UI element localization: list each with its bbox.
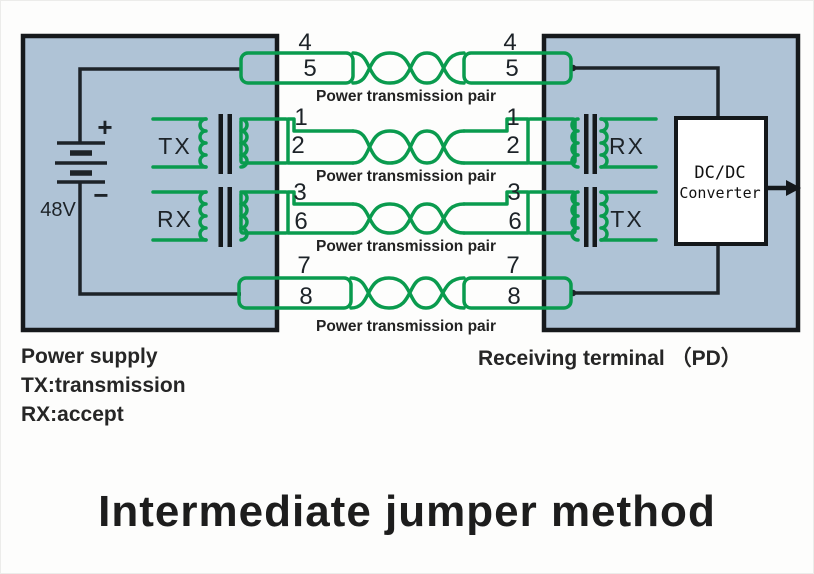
- legend-tx-meaning: TX:transmission: [21, 374, 186, 397]
- pd-rx-label: RX: [609, 133, 645, 159]
- battery-wires: [78, 67, 241, 296]
- pin-6-right: 6: [508, 208, 521, 235]
- dcdc-label-line2: Converter: [679, 184, 760, 202]
- pse-tx-transformer: [151, 117, 249, 169]
- pin-1-right: 1: [506, 104, 519, 131]
- pin-4-right: 4: [503, 29, 516, 56]
- receiving-terminal-caption: Receiving terminal （PD）: [478, 347, 742, 370]
- battery-minus-sign: −: [93, 180, 108, 210]
- pin-7-left: 7: [297, 252, 310, 279]
- pair-label-36: Power transmission pair: [316, 238, 496, 255]
- pse-rx-label: RX: [157, 206, 193, 232]
- connector-36-left: [239, 190, 290, 235]
- connector-36-right: [526, 190, 577, 235]
- green-wiring: [151, 51, 658, 310]
- pin-5-right: 5: [505, 55, 518, 82]
- pse-tx-label: TX: [158, 133, 191, 159]
- pair-label-78: Power transmission pair: [316, 318, 496, 335]
- pd-tx-label: TX: [610, 206, 643, 232]
- pin-3-left: 3: [293, 179, 306, 206]
- pin-2-left: 2: [291, 132, 304, 159]
- pin-3-right: 3: [507, 179, 520, 206]
- pin-labels-left: 4 5 1 2 3 6 7 8: [291, 29, 316, 310]
- battery-voltage-label: 48V: [40, 199, 76, 221]
- pair-label-45: Power transmission pair: [316, 88, 496, 105]
- pin-8-right: 8: [507, 283, 520, 310]
- legend-rx-meaning: RX:accept: [21, 403, 124, 426]
- dcdc-converter-box: [674, 116, 768, 246]
- pin-labels-right: 4 5 1 2 3 6 7 8: [503, 29, 521, 310]
- pse-rx-transformer: [151, 190, 249, 242]
- pin-2-right: 2: [506, 132, 519, 159]
- legend-block: Power supply TX:transmission RX:accept: [21, 342, 186, 429]
- connector-12-left: [239, 117, 290, 165]
- pair-label-12: Power transmission pair: [316, 168, 496, 185]
- legend-power-supply: Power supply: [21, 345, 158, 368]
- diagram-title: Intermediate jumper method: [98, 487, 716, 536]
- pd-tx-transformer: [570, 190, 658, 242]
- pin-8-left: 8: [299, 283, 312, 310]
- pin-4-left: 4: [298, 29, 311, 56]
- connector-45-right: [462, 51, 573, 85]
- connector-78-left: [237, 276, 353, 310]
- connector-45-left: [239, 51, 355, 85]
- pin-5-left: 5: [303, 55, 316, 82]
- dcdc-label-line1: DC/DC: [694, 163, 745, 183]
- pin-6-left: 6: [294, 208, 307, 235]
- transformer-cores: [218, 114, 597, 247]
- dc-output-arrow-icon: [766, 180, 801, 196]
- pin-7-right: 7: [506, 252, 519, 279]
- battery-symbol: [55, 141, 107, 184]
- pd-rx-transformer: [570, 117, 658, 169]
- pin-1-left: 1: [294, 104, 307, 131]
- dcdc-wires: [571, 66, 720, 295]
- battery-plus-sign: +: [97, 112, 112, 142]
- connector-78-right: [462, 276, 573, 310]
